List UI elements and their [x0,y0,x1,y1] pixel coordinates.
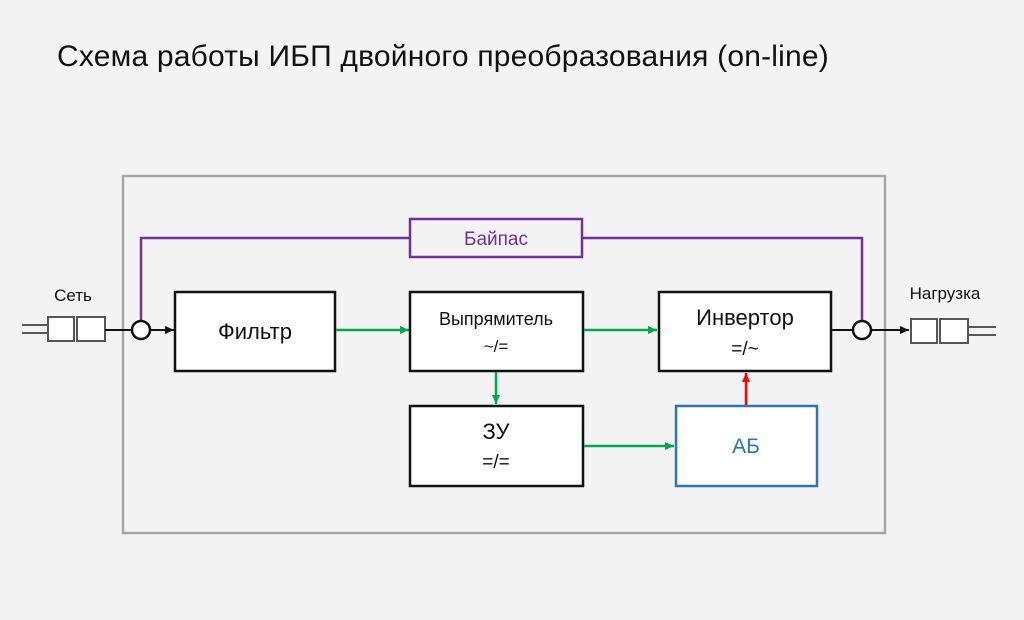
bypass-line-right [582,236,864,320]
filter-block: Фильтр [173,290,337,373]
inverter-symbol: =/~ [731,339,758,360]
input-node [130,319,152,341]
bypass-line [139,236,410,320]
inverter-block: Инвертор =/~ [657,290,833,373]
input-plug-icon [22,316,106,342]
battery-block: АБ [674,404,819,488]
inverter-label: Инвертор [696,305,794,330]
bypass-box: Байпас [408,217,584,259]
bypass-label: Байпас [464,229,528,250]
charger-block: ЗУ =/= [408,404,585,488]
battery-label: АБ [732,435,760,458]
ups-enclosure [121,174,887,535]
output-plug-icon [910,318,996,344]
input-label: Сеть [54,286,92,305]
rectifier-block: Выпрямитель ~/= [408,290,585,373]
charger-symbol: =/= [482,452,509,473]
rectifier-symbol: ~/= [484,337,509,356]
rectifier-label: Выпрямитель [439,309,553,329]
charger-label: ЗУ [482,419,510,444]
output-node [851,319,873,341]
page-title: Схема работы ИБП двойного преобразования… [57,40,829,73]
filter-label: Фильтр [218,319,292,344]
output-label: Нагрузка [910,284,981,303]
